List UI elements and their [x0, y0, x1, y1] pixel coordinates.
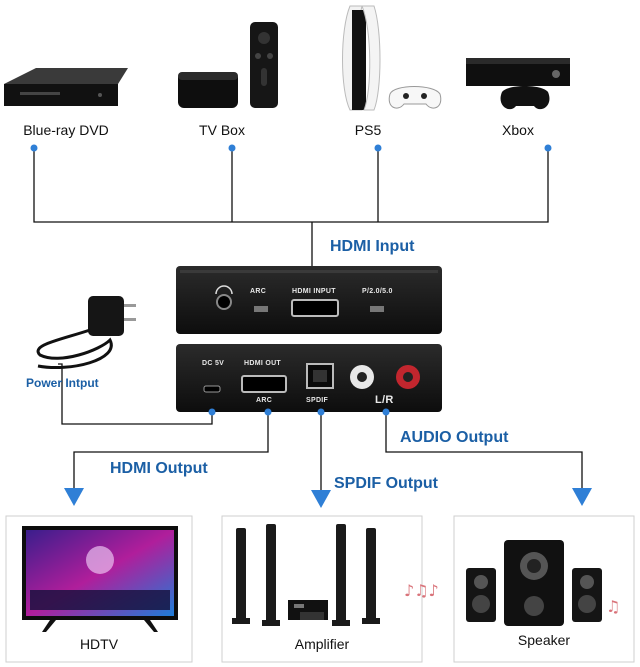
ps5-console-icon	[342, 5, 442, 111]
hdmi-input-label: HDMI Input	[330, 238, 415, 255]
output-arrows	[64, 488, 592, 508]
input-bus-lines	[33, 148, 549, 282]
hdtv-icon	[22, 526, 178, 632]
headphone-jack-icon	[216, 294, 232, 310]
back-arc-text: ARC	[256, 397, 273, 404]
power-adapter-icon	[36, 296, 136, 370]
front-hdmi-input-text: HDMI INPUT	[292, 288, 336, 295]
source-label-bluray: Blue-ray DVD	[23, 122, 109, 138]
output-dots	[208, 408, 390, 416]
hdmi-input-port	[291, 299, 339, 317]
spdif-output-label: SPDIF Output	[334, 475, 438, 492]
back-dc5v-text: DC 5V	[202, 360, 225, 367]
output-label-speaker: Speaker	[517, 632, 571, 648]
power-input-label: Power Intput	[26, 376, 99, 390]
source-label-xbox: Xbox	[502, 122, 534, 138]
arc-switch	[254, 306, 268, 312]
source-dots	[30, 144, 552, 286]
xbox-console-icon	[466, 58, 570, 110]
converter-front-panel	[176, 266, 442, 334]
dc-port	[203, 385, 221, 393]
tv-box-icon	[178, 22, 278, 108]
audio-output-label: AUDIO Output	[400, 429, 509, 446]
converter-back-panel	[176, 344, 442, 412]
svg-text:♫: ♫	[606, 597, 620, 616]
output-label-amplifier: Amplifier	[294, 636, 350, 652]
bluray-player-icon	[4, 68, 128, 106]
back-spdif-text: SPDIF	[306, 397, 329, 404]
output-label-hdtv: HDTV	[79, 636, 119, 652]
hdmi-output-label: HDMI Output	[110, 460, 208, 477]
front-arc-text: ARC	[250, 288, 267, 295]
back-hdmi-out-text: HDMI OUT	[244, 360, 282, 367]
back-lr-text: L/R	[375, 394, 394, 406]
output-lines	[58, 363, 583, 490]
hdmi-out-port	[241, 375, 287, 393]
source-label-tvbox: TV Box	[199, 122, 245, 138]
front-mode-text: P/2.0/5.0	[362, 288, 393, 295]
amplifier-frame	[221, 515, 423, 663]
mode-switch	[370, 306, 384, 312]
speaker-system-icon: ♪♫♪ ♫	[404, 540, 620, 626]
source-label-ps5: PS5	[354, 122, 382, 138]
amplifier-speakers-icon	[232, 524, 380, 626]
svg-text:♪♫♪: ♪♫♪	[404, 581, 439, 600]
